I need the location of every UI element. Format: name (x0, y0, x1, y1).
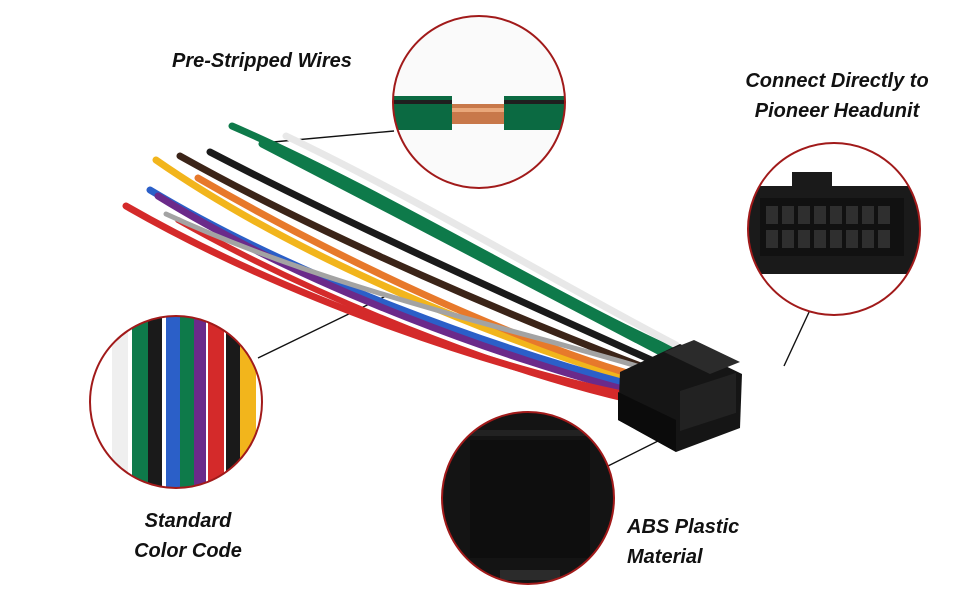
label-connect-line1: Connect Directly to (745, 70, 929, 92)
label-standard-color-code: Standard Color Code (124, 506, 252, 566)
wire-bundle (122, 122, 680, 403)
color-code-closeup (89, 315, 263, 489)
label-connect-headunit: Connect Directly to Pioneer Headunit (727, 66, 947, 126)
label-abs-plastic: ABS Plastic Material (627, 512, 739, 572)
harness-connector (618, 340, 742, 452)
abs-material-closeup (441, 411, 615, 585)
label-pre-stripped-wires: Pre-Stripped Wires (172, 46, 352, 76)
label-connect-line2: Pioneer Headunit (754, 100, 920, 122)
leader-lines (257, 130, 811, 471)
label-color-line2: Color Code (134, 540, 242, 562)
label-abs-line1: ABS Plastic (627, 516, 740, 538)
stripped-wire-closeup (392, 15, 566, 189)
label-pre-stripped-text: Pre-Stripped Wires (172, 50, 352, 72)
label-abs-line2: Material (627, 546, 703, 568)
label-color-line1: Standard (144, 510, 232, 532)
connector-closeup (747, 142, 921, 316)
